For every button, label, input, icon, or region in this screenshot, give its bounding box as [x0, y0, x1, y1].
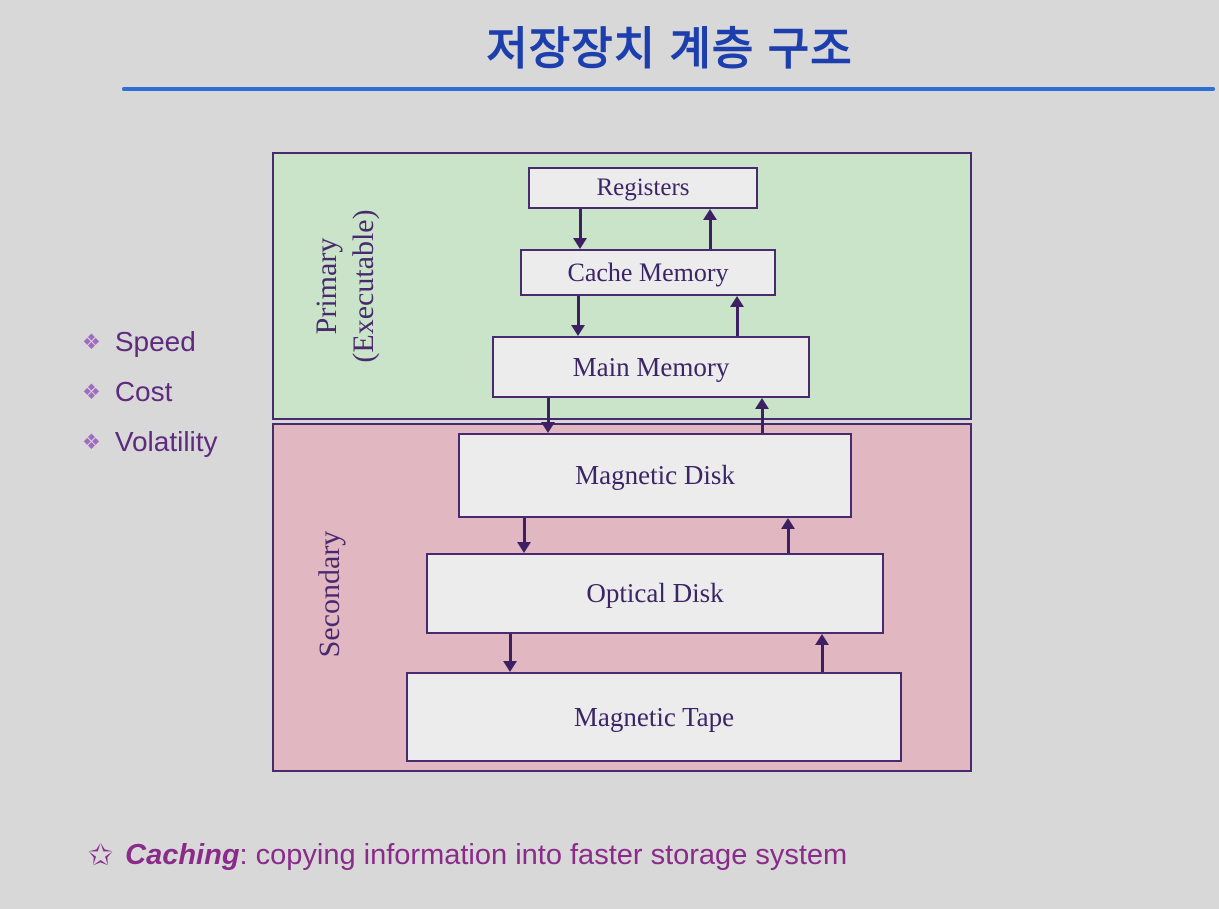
primary-label-line1: Primary — [310, 237, 343, 335]
arrow-down-icon — [508, 634, 512, 661]
bullet-label-speed: Speed — [114, 326, 196, 357]
arrow-down-icon — [576, 296, 580, 325]
arrow-up-icon — [760, 409, 764, 433]
caption-term: Caching — [125, 839, 240, 871]
box-label: Main Memory — [572, 351, 730, 382]
diamond-bullet-icon: ❖ — [82, 330, 101, 354]
bullet-label-cost: Cost — [114, 376, 173, 407]
list-item: ❖ Cost — [82, 374, 218, 410]
caption-text: Caching: copying information into faster… — [125, 839, 847, 872]
primary-label-line2: (Executable) — [347, 209, 380, 363]
list-item: ❖ Volatility — [82, 424, 218, 460]
arrow-down-icon — [578, 209, 582, 238]
page-title: 저장장치 계층 구조 — [486, 23, 853, 74]
arrow-up-icon — [735, 307, 739, 336]
box-label: Optical Disk — [586, 578, 724, 608]
star-icon: ✩ — [88, 838, 114, 872]
box-cache-memory: Cache Memory — [520, 249, 776, 296]
box-label: Magnetic Tape — [573, 701, 735, 732]
bullet-label-volatility: Volatility — [114, 426, 218, 457]
attribute-list: ❖ Speed ❖ Cost ❖ Volatility — [82, 324, 218, 474]
arrow-down-icon — [522, 518, 526, 542]
title-underline — [122, 87, 1215, 91]
arrow-down-icon — [546, 398, 550, 422]
caption-rest: : copying information into faster storag… — [239, 839, 848, 871]
box-main-memory: Main Memory — [492, 336, 810, 398]
box-label: Cache Memory — [567, 257, 729, 287]
arrow-up-icon — [820, 645, 824, 672]
secondary-region-label: Secondary — [313, 530, 346, 658]
arrow-up-icon — [708, 220, 712, 249]
box-magnetic-tape: Magnetic Tape — [406, 672, 902, 762]
diamond-bullet-icon: ❖ — [82, 380, 101, 404]
box-magnetic-disk: Magnetic Disk — [458, 433, 852, 518]
arrow-up-icon — [786, 529, 790, 553]
caption: ✩ Caching: copying information into fast… — [88, 839, 847, 872]
list-item: ❖ Speed — [82, 324, 218, 360]
box-label: Magnetic Disk — [575, 460, 735, 490]
diamond-bullet-icon: ❖ — [82, 430, 101, 454]
box-registers: Registers — [528, 167, 758, 209]
box-optical-disk: Optical Disk — [426, 553, 884, 634]
box-label: Registers — [596, 174, 690, 201]
primary-region-label: Primary (Executable) — [308, 151, 384, 421]
